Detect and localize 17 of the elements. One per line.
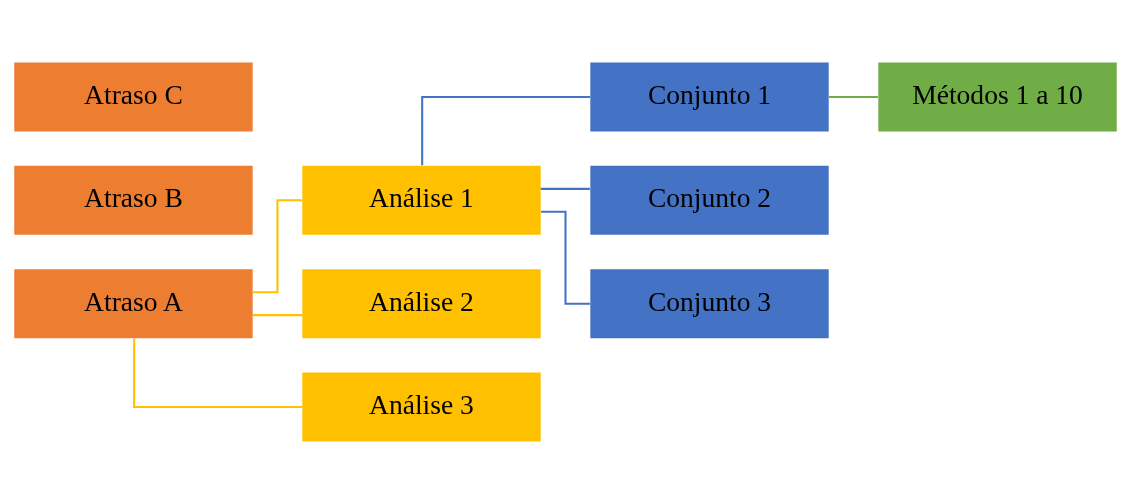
connector xyxy=(828,95,878,98)
connector xyxy=(541,210,590,305)
node-box: Atraso B xyxy=(14,165,253,235)
node-box: Análise 1 xyxy=(302,165,541,235)
connector xyxy=(133,338,303,408)
connector xyxy=(421,95,591,165)
connector xyxy=(252,313,302,316)
connector xyxy=(253,198,302,293)
node-box: Conjunto 1 xyxy=(590,62,829,131)
node-box: Métodos 1 a 10 xyxy=(878,62,1117,131)
node-box: Análise 2 xyxy=(302,268,541,338)
node-box: Conjunto 2 xyxy=(590,165,829,235)
connector xyxy=(540,187,590,190)
node-box: Atraso A xyxy=(14,268,253,338)
node-box: Análise 3 xyxy=(302,372,541,441)
node-box: Atraso C xyxy=(14,62,253,131)
node-box: Conjunto 3 xyxy=(590,268,829,338)
